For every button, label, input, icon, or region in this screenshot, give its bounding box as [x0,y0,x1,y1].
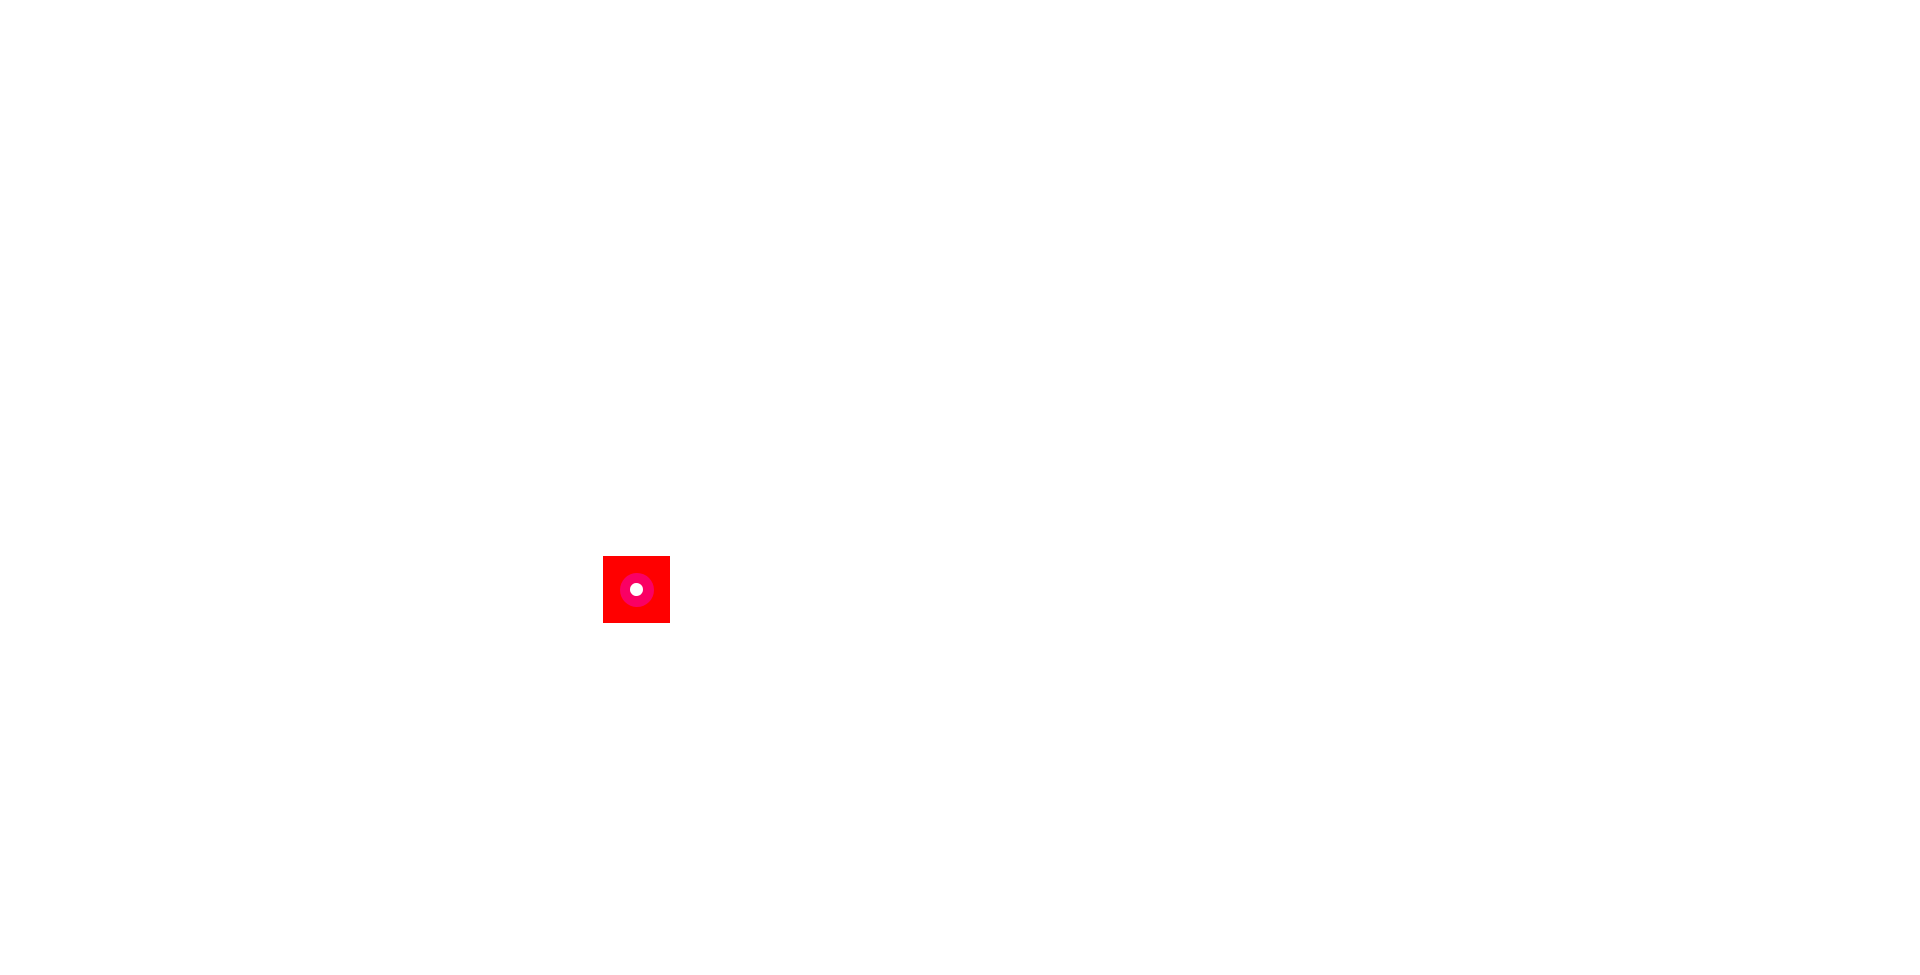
click-target-marker[interactable] [603,556,670,623]
marker-center-dot-icon [630,583,643,596]
marker-ring-icon [619,572,654,607]
